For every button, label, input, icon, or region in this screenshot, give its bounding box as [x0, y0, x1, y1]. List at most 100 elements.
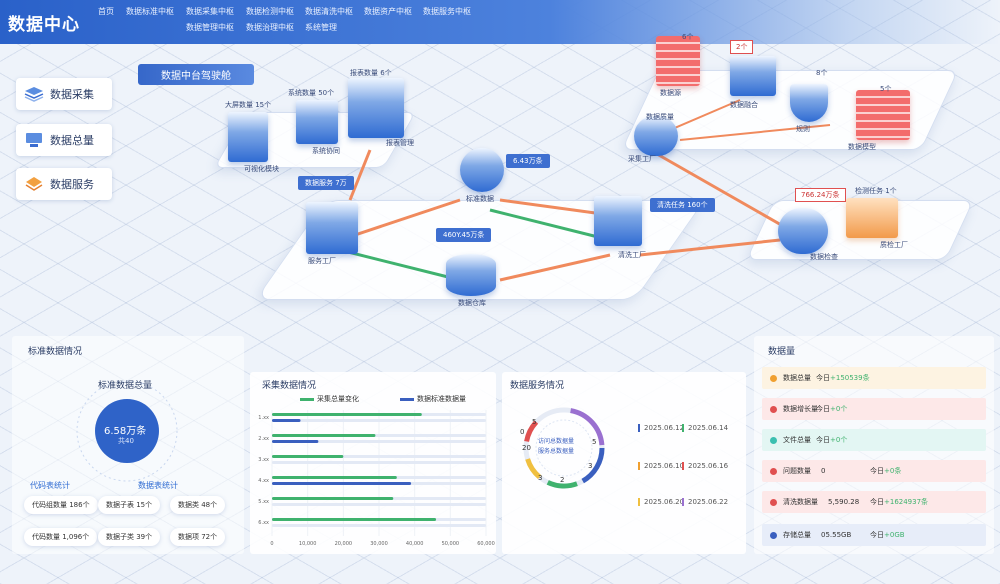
report-node [348, 78, 404, 138]
nav-asset[interactable]: 数据资产中枢 [364, 7, 412, 16]
fusion-node [730, 56, 776, 96]
node-label: 可视化模块 [244, 165, 279, 173]
y-tick-label: 6.xx [258, 520, 269, 526]
node-label: 数据源 [660, 89, 681, 97]
standard-total: 6.58万条 [104, 426, 147, 437]
layers-icon [24, 86, 44, 102]
flow-line [649, 148, 791, 232]
nav-standard[interactable]: 数据标准中枢 [126, 7, 174, 16]
service-date: 2025.06.16 [682, 462, 728, 470]
service-ring [523, 407, 605, 489]
top-header: 数据中心 首页 数据标准中枢 数据采集中枢 数据检测中枢 数据清洗中枢 数据资产… [0, 0, 1000, 44]
x-tick-label: 0 [270, 541, 273, 547]
service-date: 2025.06.22 [682, 498, 728, 506]
x-tick-label: 40,000 [406, 541, 424, 547]
row-value: 05.55GB [821, 531, 852, 539]
today-value: +1624937条 [884, 498, 929, 506]
nav-detect[interactable]: 数据检测中枢 [246, 7, 294, 16]
check-task-label: 检测任务 1个 [855, 187, 897, 195]
table-stat-title: 数据表统计 [138, 481, 178, 490]
side-item-service[interactable]: 数据服务 [16, 168, 112, 200]
bar-track [272, 503, 486, 506]
bar-collect [272, 518, 437, 521]
y-tick-label: 2.xx [258, 436, 269, 442]
row-today: 今日+0个 [816, 404, 847, 414]
stat-pill: 数据类 48个 [170, 496, 226, 514]
service-date: 2025.06.10 [638, 462, 684, 470]
standard-tag: 6.43万条 [506, 154, 550, 168]
node-label: 报表管理 [386, 139, 414, 147]
node-label: 数据检查 [810, 253, 838, 261]
today-label: 今日 [816, 436, 830, 444]
today-label: 今日 [870, 467, 884, 475]
y-tick-label: 3.xx [258, 457, 269, 463]
flow-line [348, 149, 372, 201]
stat-pill: 代码组数量 186个 [24, 496, 98, 514]
node-count: 8个 [816, 69, 828, 77]
ring-value: 20 [522, 444, 531, 452]
status-dot [770, 436, 777, 444]
today-label: 今日 [816, 405, 830, 413]
nav-manage[interactable]: 数据管理中枢 [186, 23, 234, 32]
node-label: 数据质量 [646, 113, 674, 121]
y-tick-label: 4.xx [258, 478, 269, 484]
bar-collect [272, 476, 397, 479]
node-label: 清洗工厂 [618, 251, 646, 259]
stack-icon [24, 176, 44, 192]
node-count: 6个 [682, 33, 694, 41]
nav-home[interactable]: 首页 [98, 7, 114, 16]
volume-tag: 460Y.45万条 [436, 228, 492, 242]
service-date: 2025.06.14 [682, 424, 728, 432]
flow-line [339, 248, 461, 282]
side-item-label: 数据采集 [50, 88, 94, 101]
alert-tag: 2个 [730, 40, 754, 54]
flow-line [499, 198, 611, 217]
status-dot [770, 405, 777, 413]
row-name: 数据增长量 [783, 405, 818, 413]
clean-task-tag: 清洗任务 160个 [650, 198, 715, 212]
bar-standard [272, 440, 319, 443]
today-value: +0个 [830, 436, 848, 444]
nav-govern[interactable]: 数据治理中枢 [246, 23, 294, 32]
row-value: 0 [821, 467, 826, 475]
side-item-total[interactable]: 数据总量 [16, 124, 112, 156]
volume-row: 数据总量今日+150539条 [762, 367, 986, 389]
side-item-label: 数据总量 [50, 134, 94, 147]
ring-value: 3 [538, 474, 543, 482]
today-label: 今日 [816, 374, 830, 382]
stat-pill: 数据子类 39个 [98, 528, 161, 546]
nav-service[interactable]: 数据服务中枢 [423, 7, 471, 16]
x-tick-label: 50,000 [442, 541, 460, 547]
nav-system[interactable]: 系统管理 [305, 23, 337, 32]
flow-line [489, 208, 611, 242]
panel-title: 数据量 [768, 347, 796, 357]
row-today: 今日+1624937条 [870, 497, 928, 507]
bar-track [272, 524, 486, 527]
legend-swatch [300, 397, 314, 401]
nav-clean[interactable]: 数据清洗中枢 [305, 7, 353, 16]
node-value: 系统数量 50个 [288, 89, 335, 97]
legend-item: 采集总量变化 [300, 394, 359, 404]
status-dot [770, 531, 777, 539]
panel-title: 数据服务情况 [510, 381, 565, 391]
ring-value: 5 [532, 418, 537, 426]
side-item-label: 数据服务 [50, 178, 94, 191]
row-today: 今日+150539条 [816, 373, 870, 383]
row-name: 存储总量 [783, 531, 811, 539]
y-tick-label: 1.xx [258, 415, 269, 421]
x-tick-label: 20,000 [335, 541, 353, 547]
flow-line [679, 124, 831, 141]
circle-label: 标准数据总量 [98, 381, 153, 391]
bar-collect [272, 434, 376, 437]
today-value: +0GB [884, 531, 905, 539]
legend-item: 数据标准数据量 [400, 394, 466, 404]
status-dot [770, 467, 777, 475]
flow-line [339, 198, 461, 242]
side-item-collect[interactable]: 数据采集 [16, 78, 112, 110]
panel-title: 标准数据情况 [28, 347, 83, 357]
stat-pill: 数据项 72个 [170, 528, 226, 546]
bar-collect [272, 413, 422, 416]
standard-circle [76, 380, 178, 482]
nav-collect[interactable]: 数据采集中枢 [186, 7, 234, 16]
